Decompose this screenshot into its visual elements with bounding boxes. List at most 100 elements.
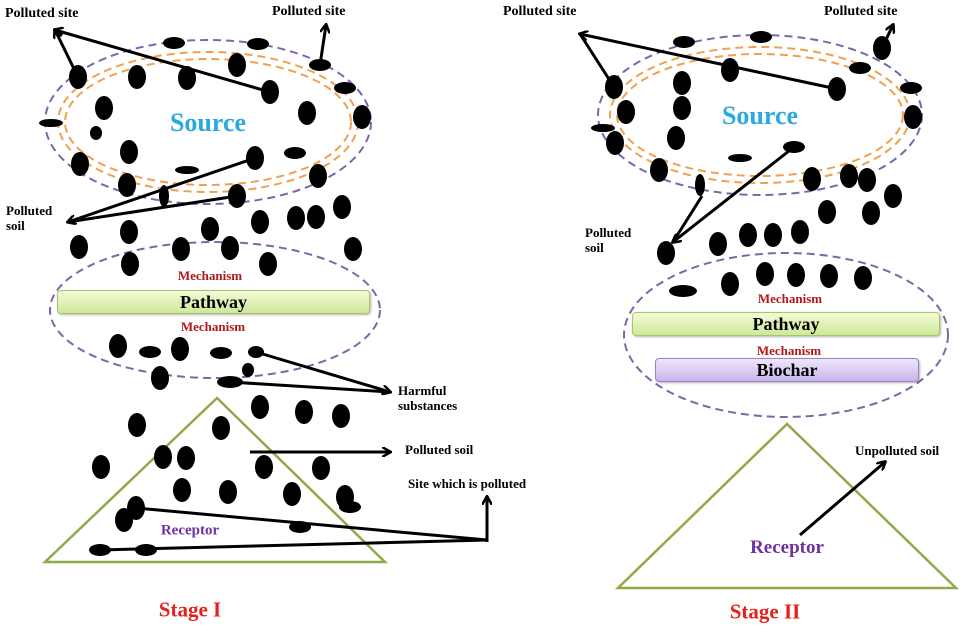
pollutant-particle [219, 480, 237, 504]
pollutant-particle [139, 346, 161, 358]
pollutant-particle [120, 140, 138, 164]
pathway-ellipse-1 [49, 241, 381, 379]
pollutant-particle [173, 478, 191, 502]
polluted-soil-line2: soil [6, 218, 25, 233]
pollutant-particle [750, 31, 772, 43]
polluted-site-label-left-1: Polluted site [5, 6, 79, 21]
pollutant-particle [175, 166, 199, 174]
pollutant-particle [307, 205, 325, 229]
arrow [580, 34, 838, 91]
pollutant-particles [39, 31, 922, 556]
pollutant-particle [353, 105, 371, 129]
pollutant-particle [121, 252, 139, 276]
pollutant-particle [650, 158, 668, 182]
mechanism-label-bottom-2: Mechanism [756, 343, 822, 358]
pollutant-particle [591, 124, 615, 132]
pollutant-particle [177, 446, 195, 470]
pathway-ellipse-2 [623, 252, 949, 418]
pollutant-particle [70, 235, 88, 259]
pollutant-particle [163, 37, 185, 49]
polluted-soil-line1: Polluted [6, 203, 53, 218]
polluted-soil-line2: soil [585, 240, 604, 255]
polluted-site-label-left-2: Polluted site [503, 4, 577, 19]
pollutant-particle [818, 200, 836, 224]
pollutant-particle [849, 62, 871, 74]
pollutant-particle [333, 195, 351, 219]
pollutant-particle [791, 220, 809, 244]
arrow [318, 25, 326, 66]
pollutant-particle [128, 65, 146, 89]
receptor-label-2: Receptor [750, 537, 824, 558]
pollutant-particle [854, 266, 872, 290]
pollutant-particle [332, 404, 350, 428]
pollutant-particle [334, 82, 356, 94]
receptor-triangle-2 [614, 422, 960, 590]
biochar-bar: Biochar [655, 358, 919, 382]
pollutant-particle [39, 119, 63, 127]
pollutant-particle [667, 126, 685, 150]
source-inner-ellipse-2b [616, 53, 904, 177]
pollutant-particle [221, 236, 239, 260]
pollutant-particle [255, 455, 273, 479]
pollutant-particle [115, 508, 133, 532]
pollutant-particle [201, 217, 219, 241]
pollutant-particle [128, 413, 146, 437]
unpolluted-soil-label: Unpolluted soil [855, 443, 940, 458]
pollutant-particle [284, 147, 306, 159]
pollutant-particle [739, 223, 757, 247]
arrow [578, 33, 616, 88]
source-label-1: Source [169, 108, 247, 137]
pollutant-particle [251, 210, 269, 234]
pollutant-particle [287, 206, 305, 230]
pollutant-particle [344, 237, 362, 261]
arrow [68, 156, 256, 222]
pollutant-particle [118, 173, 136, 197]
receptor-label-1: Receptor [160, 522, 220, 539]
pollutant-particle [900, 82, 922, 94]
polluted-soil-line1: Polluted [585, 225, 632, 240]
pollutant-particle [154, 445, 172, 469]
pollutant-particle [228, 53, 246, 77]
site-polluted-label: Site which is polluted [408, 476, 527, 491]
arrow [99, 538, 488, 552]
pollutant-particle [840, 164, 858, 188]
arrow [673, 145, 795, 242]
pollutant-particle [212, 416, 230, 440]
pollutant-particle [247, 38, 269, 50]
pollutant-particle [90, 126, 102, 140]
pollutant-particle [695, 174, 705, 196]
pollutant-particle [673, 71, 691, 95]
pollutant-particle [298, 101, 316, 125]
pollutant-particle [120, 220, 138, 244]
polluted-soil-arrow-label: Polluted soil [405, 442, 474, 457]
pollutant-particle [339, 501, 361, 513]
pollutant-particle [312, 456, 330, 480]
arrows [55, 25, 893, 552]
pollutant-particle [151, 366, 169, 390]
pollutant-particle [657, 241, 675, 265]
pollutant-particle [764, 223, 782, 247]
pollutant-particle [95, 96, 113, 120]
arrow [255, 350, 390, 392]
pollutant-particle [309, 164, 327, 188]
arrow [229, 380, 391, 394]
receptor-triangle-1 [41, 396, 389, 564]
pollutant-particle [884, 184, 902, 208]
pollutant-particle [787, 263, 805, 287]
pollutant-particle [71, 152, 89, 176]
pathway-bar-2: Pathway [632, 312, 940, 336]
polluted-site-label-right-1: Polluted site [272, 4, 346, 19]
pollutant-particle [721, 272, 739, 296]
pollutant-particle [669, 285, 697, 297]
pollutant-particle [178, 66, 196, 90]
harmful-line2: substances [398, 398, 458, 413]
arrow [880, 25, 893, 49]
pollutant-particle [709, 232, 727, 256]
pollutant-particle [820, 264, 838, 288]
arrow [671, 195, 704, 243]
pollutant-particle [756, 262, 774, 286]
pollutant-particle [617, 100, 635, 124]
